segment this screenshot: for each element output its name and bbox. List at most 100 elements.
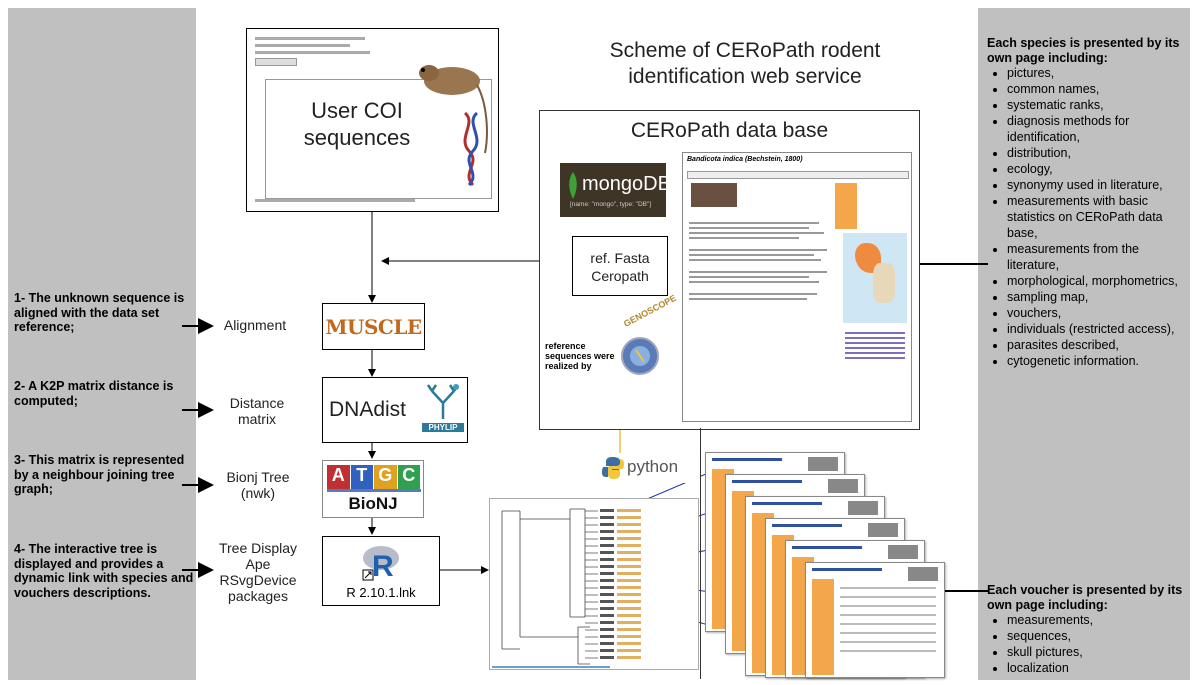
- voucher-row-line: [840, 605, 936, 607]
- dnadist-box: DNAdist PHYLIP: [322, 377, 468, 443]
- voucher-header-line: [732, 480, 802, 483]
- species-item: parasites described,: [1007, 337, 1185, 353]
- voucher-row-line: [840, 614, 936, 616]
- fasta-label: ref. Fasta Ceropath: [590, 250, 650, 284]
- voucher-row-line: [840, 587, 936, 589]
- sequence-textarea: [265, 79, 492, 199]
- voucher-header-line: [712, 458, 782, 461]
- r-box: R R 2.10.1.lnk: [322, 536, 440, 606]
- species-item: measurements from the literature,: [1007, 241, 1185, 273]
- tree-branches: [492, 508, 641, 668]
- species-panel: Each species is presented by its own pag…: [985, 36, 1185, 369]
- bionj-subtitle-bar: [327, 489, 421, 492]
- distance-matrix-label: Distance matrix: [229, 395, 285, 427]
- nucleotide-letter: A: [327, 465, 350, 489]
- genoscope-caption: reference sequences were realized by: [545, 341, 615, 371]
- species-item: synonymy used in literature,: [1007, 177, 1185, 193]
- genoscope-logo: GENOSCOPE: [608, 293, 678, 378]
- species-item: common names,: [1007, 81, 1185, 97]
- species-item: sampling map,: [1007, 289, 1185, 305]
- species-photo: [691, 183, 737, 207]
- voucher-item: sequences,: [1007, 628, 1185, 644]
- voucher-heading: Each voucher is presented by its own pag…: [987, 583, 1183, 612]
- voucher-skull-picture: [868, 523, 898, 537]
- nucleotide-letter: C: [397, 465, 420, 489]
- form-footer: [255, 199, 415, 202]
- species-rank-table: [835, 183, 857, 229]
- voucher-skull-picture: [828, 479, 858, 493]
- species-item: pictures,: [1007, 65, 1185, 81]
- diagram-title: Scheme of CERoPath rodent identification…: [609, 39, 881, 88]
- phylip-tree-icon: [426, 384, 460, 419]
- mongodb-sub: [name: "mongo", type: "DB"]: [570, 201, 652, 208]
- form-rows: [255, 35, 375, 70]
- species-item: vouchers,: [1007, 305, 1185, 321]
- bionj-label: BioNJ: [348, 494, 398, 513]
- phylip-label: PHYLIP: [422, 423, 464, 432]
- voucher-item: measurements,: [1007, 612, 1185, 628]
- fasta-box: ref. Fasta Ceropath: [572, 236, 668, 296]
- voucher-item: skull pictures,: [1007, 644, 1185, 660]
- voucher-header-line: [792, 546, 862, 549]
- voucher-page: [805, 562, 945, 678]
- species-item: diagnosis methods for identification,: [1007, 113, 1185, 145]
- voucher-skull-picture: [848, 501, 878, 515]
- python-logo: python: [600, 453, 700, 483]
- r-label: R 2.10.1.lnk: [346, 585, 416, 600]
- mongodb-logo: mongoDB [name: "mongo", type: "DB"]: [560, 163, 671, 217]
- species-item: measurements with basic statistics on CE…: [1007, 193, 1185, 241]
- species-voucher-list: [845, 329, 905, 399]
- python-label: python: [627, 457, 679, 476]
- dnadist-label: DNAdist: [329, 398, 407, 421]
- species-item: morphological, morphometrics,: [1007, 273, 1185, 289]
- step-4-text: 4- The interactive tree is displayed and…: [14, 542, 194, 600]
- database-title: CERoPath data base: [630, 119, 829, 142]
- python-icon: [602, 457, 624, 479]
- voucher-header-line: [752, 502, 822, 505]
- voucher-orange-column: [812, 579, 834, 675]
- alignment-label: Alignment: [223, 317, 287, 333]
- step-2-text: 2- A K2P matrix distance is computed;: [14, 379, 174, 408]
- rat-illustration: [419, 65, 488, 187]
- voucher-skull-picture: [808, 457, 838, 471]
- phylip-logo: PHYLIP: [422, 383, 464, 437]
- svg-text:R: R: [372, 550, 394, 582]
- tree-graph: [489, 498, 699, 670]
- user-coi-label: User COI sequences: [303, 98, 411, 150]
- genoscope-icon: [621, 337, 659, 375]
- left-panel: [8, 8, 196, 680]
- voucher-header-line: [772, 524, 842, 527]
- bionj-tree-label: Bionj Tree (nwk): [226, 469, 290, 501]
- species-page: Bandicota indica (Bechstein, 1800): [682, 152, 912, 422]
- nucleotide-letter: G: [374, 465, 397, 489]
- species-text-lines: [689, 219, 829, 303]
- tree-leaves: [585, 509, 641, 659]
- nucleotide-letter: T: [350, 465, 373, 489]
- voucher-item: localization: [1007, 660, 1185, 676]
- voucher-row-line: [840, 596, 936, 598]
- voucher-skull-picture: [908, 567, 938, 581]
- r-logo-icon: R: [362, 546, 399, 582]
- voucher-row-line: [840, 632, 936, 634]
- species-page-tabs: [687, 171, 909, 179]
- species-distribution-map: [843, 233, 907, 323]
- species-page-title: Bandicota indica (Bechstein, 1800): [687, 156, 803, 163]
- species-item: ecology,: [1007, 161, 1185, 177]
- species-item: distribution,: [1007, 145, 1185, 161]
- mongodb-label: mongoDB: [582, 173, 671, 195]
- voucher-list: measurements,sequences,skull pictures,lo…: [985, 612, 1185, 676]
- voucher-panel: Each voucher is presented by its own pag…: [985, 583, 1185, 676]
- mongodb-leaf-icon: [569, 172, 577, 199]
- user-input-form: User COI sequences: [246, 28, 499, 212]
- species-item: systematic ranks,: [1007, 97, 1185, 113]
- voucher-row-line: [840, 641, 936, 643]
- tree-display-label: Tree Display Ape RSvgDevice packages: [218, 540, 298, 604]
- step-3-text: 3- This matrix is represented by a neigh…: [14, 453, 185, 496]
- species-item: individuals (restricted access),: [1007, 321, 1185, 337]
- species-item: cytogenetic information.: [1007, 353, 1185, 369]
- voucher-row-line: [840, 623, 936, 625]
- muscle-box: MUSCLE: [322, 303, 425, 350]
- voucher-row-line: [840, 650, 936, 652]
